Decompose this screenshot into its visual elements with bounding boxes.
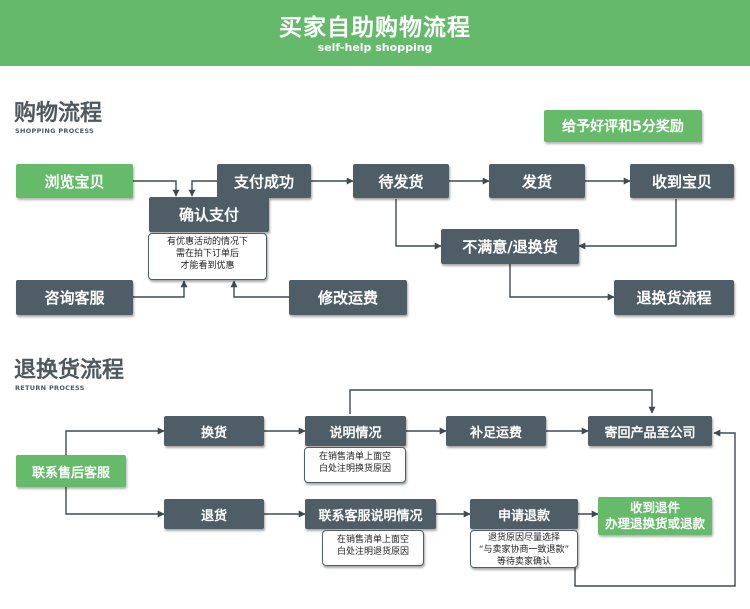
unsatisfied-return-node: 不满意/退换货 (441, 229, 579, 264)
shopping-section-subtitle: SHOPPING PROCESS (15, 127, 95, 135)
return-section-title: 退换货流程 (14, 358, 125, 383)
supplement-shipping-node: 补足运费 (446, 416, 546, 446)
modify-shipping-node: 修改运费 (289, 280, 407, 315)
discount-note: 有优惠活动的情况下 需在拍下订单后 才能看到优惠 (148, 233, 267, 280)
apply-refund-node: 申请退款 (470, 499, 578, 529)
return-process-node: 退换货流程 (614, 280, 734, 315)
page-subtitle: self-help shopping (317, 41, 433, 54)
discount-note-line: 需在拍下订单后 (175, 249, 239, 259)
received-item-node: 收到宝贝 (630, 164, 734, 198)
exchange-node: 换货 (164, 416, 264, 446)
shipped-node: 发货 (489, 164, 585, 198)
consult-service-node: 咨询客服 (16, 280, 133, 315)
header-banner: 买家自助购物流程 self-help shopping (0, 0, 750, 66)
payment-success-node: 支付成功 (217, 164, 311, 198)
discount-note-line: 有优惠活动的情况下 (166, 237, 248, 247)
refund-note-line: 在销售清单上面空 (336, 535, 409, 545)
discount-note-line: 才能看到优惠 (180, 261, 235, 271)
page-title: 买家自助购物流程 (279, 15, 471, 41)
refund-return-node: 退货 (164, 499, 264, 529)
receive-return-line: 收到退件 (629, 500, 680, 515)
shopping-section-title: 购物流程 (14, 101, 103, 126)
explain-situation-node: 说明情况 (305, 416, 406, 446)
return-section-subtitle: RETURN PROCESS (15, 384, 85, 392)
refund-reason-note: 在销售清单上面空 白处注明退货原因 (322, 530, 424, 566)
awaiting-shipment-node: 待发货 (353, 164, 449, 198)
refund-note-line: 白处注明退货原因 (336, 547, 409, 557)
receive-return-line: 办理退换货或退款 (604, 516, 705, 531)
apply-note-line: 退货原因尽量选择 (487, 533, 560, 543)
contact-aftersales-node: 联系售后客服 (16, 455, 126, 487)
apply-refund-note: 退货原因尽量选择 “与卖家协商一致退款” 等待卖家确认 (470, 530, 578, 568)
confirm-payment-node: 确认支付 (149, 197, 269, 232)
exchange-reason-note: 在销售清单上面空 白处注明换货原因 (304, 447, 406, 483)
receive-return-node: 收到退件 办理退换货或退款 (598, 497, 712, 535)
exchange-note-line: 在销售清单上面空 (318, 452, 391, 462)
reward-box: 给予好评和5分奖励 (544, 110, 702, 142)
browse-item-node: 浏览宝贝 (16, 164, 133, 198)
send-back-node: 寄回产品至公司 (588, 416, 712, 446)
apply-note-line: 等待卖家确认 (496, 557, 551, 567)
exchange-note-line: 白处注明换货原因 (318, 464, 391, 474)
contact-explain-node: 联系客服说明情况 (305, 499, 436, 529)
apply-note-line: “与卖家协商一致退款” (478, 545, 570, 555)
